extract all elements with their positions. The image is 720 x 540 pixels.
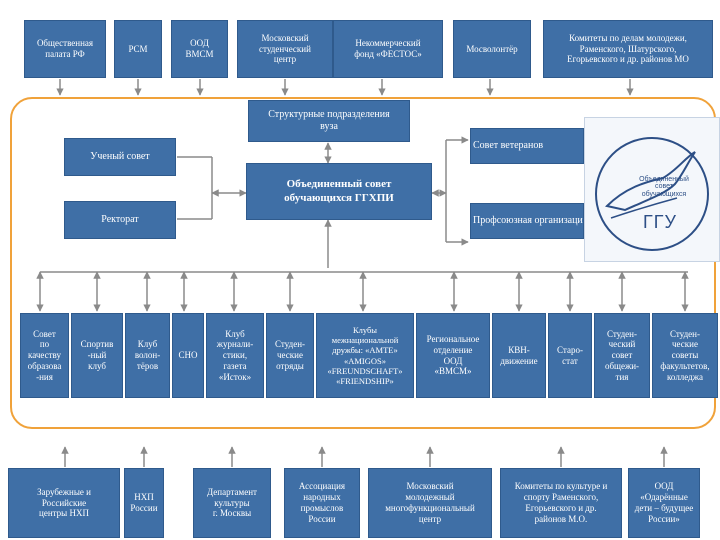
partner-youth-center: Московский молодежный многофункциональны… xyxy=(368,468,492,538)
partner-culture-committees: Комитеты по культуре и спорту Раменского… xyxy=(500,468,622,538)
sno: СНО xyxy=(172,313,204,398)
org-festos-fund: Некоммерческий фонд «ФЕСТОС» xyxy=(333,20,443,78)
united-student-council: Объединенный совет обучающихся ГГХПИ xyxy=(246,163,432,220)
journalism-club: Клуб журнали- стики, газета «Исток» xyxy=(206,313,264,398)
regional-branch-vmsm: Региональное отделение ООД «ВМСМ» xyxy=(416,313,490,398)
logo-abbr: ГГУ xyxy=(643,212,677,232)
international-clubs: Клубы межнациональной дружбы: «АМТЕ» «AM… xyxy=(316,313,414,398)
rectorate: Ректорат xyxy=(64,201,176,239)
dormitory-council: Студен- ческий совет общежи- тия xyxy=(594,313,650,398)
student-brigades: Студен- ческие отряды xyxy=(266,313,314,398)
partner-nhp-russia: НХП России xyxy=(124,468,164,538)
logo-caption: Объединенный совет обучающихся xyxy=(639,176,689,198)
partner-folk-crafts-association: Ассоциация народных промыслов России xyxy=(284,468,360,538)
org-youth-committees: Комитеты по делам молодежи, Раменского, … xyxy=(543,20,713,78)
trade-union: Профсоюзная организация xyxy=(470,203,584,239)
org-ood-vmsm-top: ООД ВМСМ xyxy=(171,20,228,78)
org-rsm: РСМ xyxy=(114,20,162,78)
kvn-movement: КВН- движение xyxy=(492,313,546,398)
starostat: Старо- стат xyxy=(548,313,592,398)
partner-gifted-children: ООД «Одарённые дети – будущее России» xyxy=(628,468,700,538)
faculty-councils: Студен- ческие советы факультетов, колле… xyxy=(652,313,718,398)
structural-divisions: Структурные подразделения вуза xyxy=(248,100,410,142)
sports-club: Спортив -ный клуб xyxy=(71,313,123,398)
veterans-council: Совет ветеранов xyxy=(470,128,584,164)
orange-frame xyxy=(10,97,716,429)
dove-icon xyxy=(595,137,709,251)
academic-council: Ученый совет xyxy=(64,138,176,176)
volunteer-club: Клуб волон- тёров xyxy=(125,313,170,398)
org-public-chamber: Общественная палата РФ xyxy=(24,20,106,78)
partner-culture-department: Департамент культуры г. Москвы xyxy=(193,468,271,538)
council-logo: Объединенный совет обучающихся ГГУ xyxy=(584,117,720,262)
quality-council: Совет по качеству образова -ния xyxy=(20,313,69,398)
partner-nhp-centers: Зарубежные и Российские центры НХП xyxy=(8,468,120,538)
org-mosvolonter: Мосволонтёр xyxy=(453,20,531,78)
org-moscow-student-center: Московский студенческий центр xyxy=(237,20,333,78)
